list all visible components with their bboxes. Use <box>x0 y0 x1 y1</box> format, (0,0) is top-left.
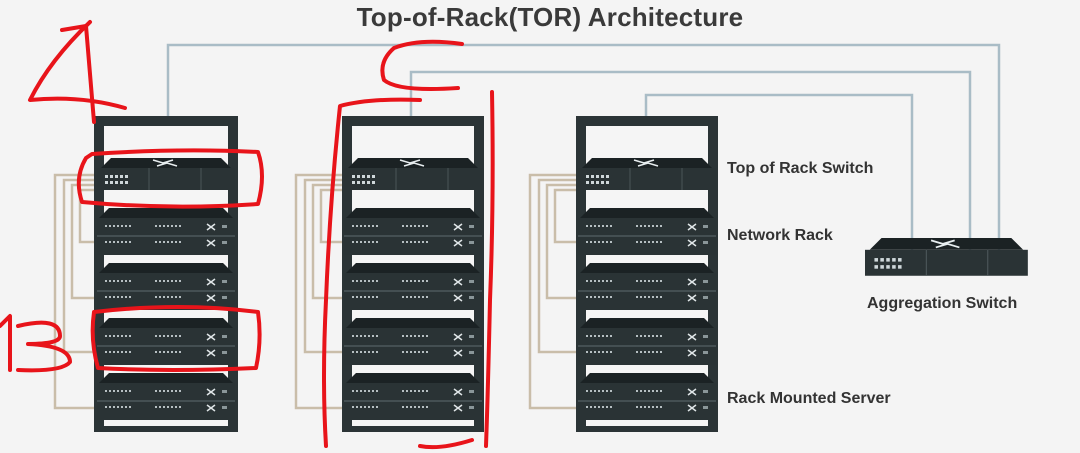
rack-server <box>96 207 236 256</box>
aggregation-switch <box>864 237 1029 277</box>
server-cable <box>553 188 583 244</box>
red-annotations <box>0 20 495 450</box>
annotation-letter-a-stroke <box>60 24 96 124</box>
rack-server <box>343 372 483 421</box>
annotation-bracket-right <box>484 90 495 448</box>
server-cable <box>528 173 583 410</box>
annotation-box-tor-switch <box>76 148 264 209</box>
rack-server <box>343 317 483 366</box>
rack-server <box>343 207 483 256</box>
annotation-bracket-bottom <box>418 438 474 450</box>
server-cable <box>303 178 348 354</box>
server-cables <box>53 173 583 410</box>
server-cable <box>294 173 348 410</box>
rack-server <box>577 372 717 421</box>
server-cable <box>545 183 583 300</box>
server-cable <box>78 188 100 244</box>
server-cable <box>70 183 100 300</box>
server-cable <box>319 188 348 244</box>
rack-server <box>577 262 717 311</box>
server-cable <box>62 178 100 354</box>
annotation-letter-b-stroke <box>0 314 12 372</box>
annotation-letter-c <box>380 39 464 91</box>
uplink-rack-1 <box>166 43 1001 258</box>
server-cable <box>537 178 583 354</box>
network-rack <box>94 116 238 432</box>
annotation-box-server <box>90 305 262 372</box>
tor-switch <box>577 157 717 191</box>
server-cable <box>311 183 348 300</box>
annotation-letter-a-stroke <box>28 20 127 110</box>
annotation-letter-b-stroke <box>16 320 72 373</box>
label-network-rack: Network Rack <box>727 227 833 244</box>
network-rack <box>342 116 484 432</box>
page-title: Top-of-Rack(TOR) Architecture <box>356 2 744 32</box>
rack-server <box>96 317 236 366</box>
rack-server <box>96 262 236 311</box>
network-rack <box>576 116 718 432</box>
server-cable <box>53 173 100 410</box>
annotation-bracket-left <box>322 97 422 448</box>
rack-server <box>577 317 717 366</box>
rack-server <box>343 262 483 311</box>
tor-switch <box>343 157 483 191</box>
label-rack-mounted-server: Rack Mounted Server <box>727 390 891 407</box>
label-aggregation-switch: Aggregation Switch <box>867 295 1018 312</box>
rack-server <box>577 207 717 256</box>
rack-server <box>96 372 236 421</box>
label-top-of-rack-switch: Top of Rack Switch <box>727 160 874 177</box>
tor-switch <box>96 157 236 191</box>
